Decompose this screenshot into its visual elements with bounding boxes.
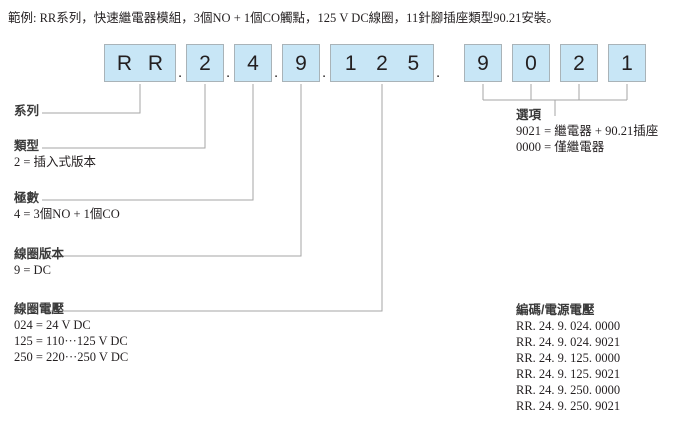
block-type: 類型 2 = 插入式版本 [14, 139, 96, 170]
code-char: 2 [199, 51, 211, 75]
code-box-type: 2 [186, 44, 224, 82]
block-options-title: 選項 [516, 108, 542, 122]
code-char: R [116, 51, 133, 75]
code-box-option-0: 0 [512, 44, 550, 82]
code-separator-5: . [436, 64, 441, 81]
block-coding-title: 編碼/電源電壓 [516, 303, 595, 317]
code-box-option-2: 2 [560, 44, 598, 82]
code-separator-2: . [226, 64, 231, 81]
code-separator-4: . [322, 64, 327, 81]
block-coil-voltage-title: 線圈電壓 [14, 302, 65, 316]
code-box-coil-version: 9 [282, 44, 320, 82]
block-coding: 編碼/電源電壓 RR. 24. 9. 024. 0000 RR. 24. 9. … [516, 302, 620, 414]
code-char: 9 [295, 51, 307, 75]
block-coding-value-2: RR. 24. 9. 024. 9021 [516, 335, 621, 349]
code-char: 2 [573, 51, 585, 75]
block-type-title: 類型 [14, 139, 40, 153]
block-coil-voltage: 線圈電壓 024 = 24 V DC 125 = 110···125 V DC … [14, 302, 128, 365]
block-coil-version: 線圈版本 9 = DC [14, 247, 64, 278]
block-coding-value-5: RR. 24. 9. 250. 0000 [516, 383, 621, 397]
code-char: R [147, 51, 164, 75]
block-coil-voltage-value-3: 250 = 220···250 V DC [14, 350, 129, 364]
block-series: 系列 [14, 104, 39, 119]
block-coding-value-3: RR. 24. 9. 125. 0000 [516, 351, 621, 365]
block-poles-title: 極數 [14, 191, 40, 205]
code-char: 0 [525, 51, 537, 75]
block-series-title: 系列 [14, 104, 40, 118]
code-box-poles: 4 [234, 44, 272, 82]
block-coil-voltage-value-1: 024 = 24 V DC [14, 318, 91, 332]
block-coding-value-4: RR. 24. 9. 125. 9021 [516, 367, 621, 381]
block-poles: 極數 4 = 3個NO + 1個CO [14, 191, 120, 222]
code-char: 9 [477, 51, 489, 75]
code-box-option-9: 9 [464, 44, 502, 82]
block-options-value-2: 0000 = 僅繼電器 [516, 140, 605, 154]
block-coil-version-title: 線圈版本 [14, 247, 65, 261]
block-coding-value-6: RR. 24. 9. 250. 9021 [516, 399, 621, 413]
code-char: 1 [344, 51, 357, 75]
block-coil-version-value: 9 = DC [14, 263, 51, 277]
block-poles-value: 4 = 3個NO + 1個CO [14, 207, 120, 221]
block-coding-value-1: RR. 24. 9. 024. 0000 [516, 319, 621, 333]
code-separator-1: . [178, 64, 183, 81]
code-char: 4 [247, 51, 259, 75]
code-char: 5 [407, 51, 420, 75]
block-options: 選項 9021 = 繼電器 + 90.21插座 0000 = 僅繼電器 [516, 107, 658, 155]
block-coil-voltage-value-2: 125 = 110···125 V DC [14, 334, 128, 348]
block-options-value-1: 9021 = 繼電器 + 90.21插座 [516, 124, 659, 138]
code-char: 2 [376, 51, 388, 75]
code-char: 1 [621, 51, 633, 75]
code-separator-3: . [274, 64, 279, 81]
example-caption: 範例: RR系列，快速繼電器模組，3個NO + 1個CO觸點，125 V DC線… [8, 11, 559, 25]
block-type-value: 2 = 插入式版本 [14, 155, 97, 169]
code-box-option-1: 1 [608, 44, 646, 82]
